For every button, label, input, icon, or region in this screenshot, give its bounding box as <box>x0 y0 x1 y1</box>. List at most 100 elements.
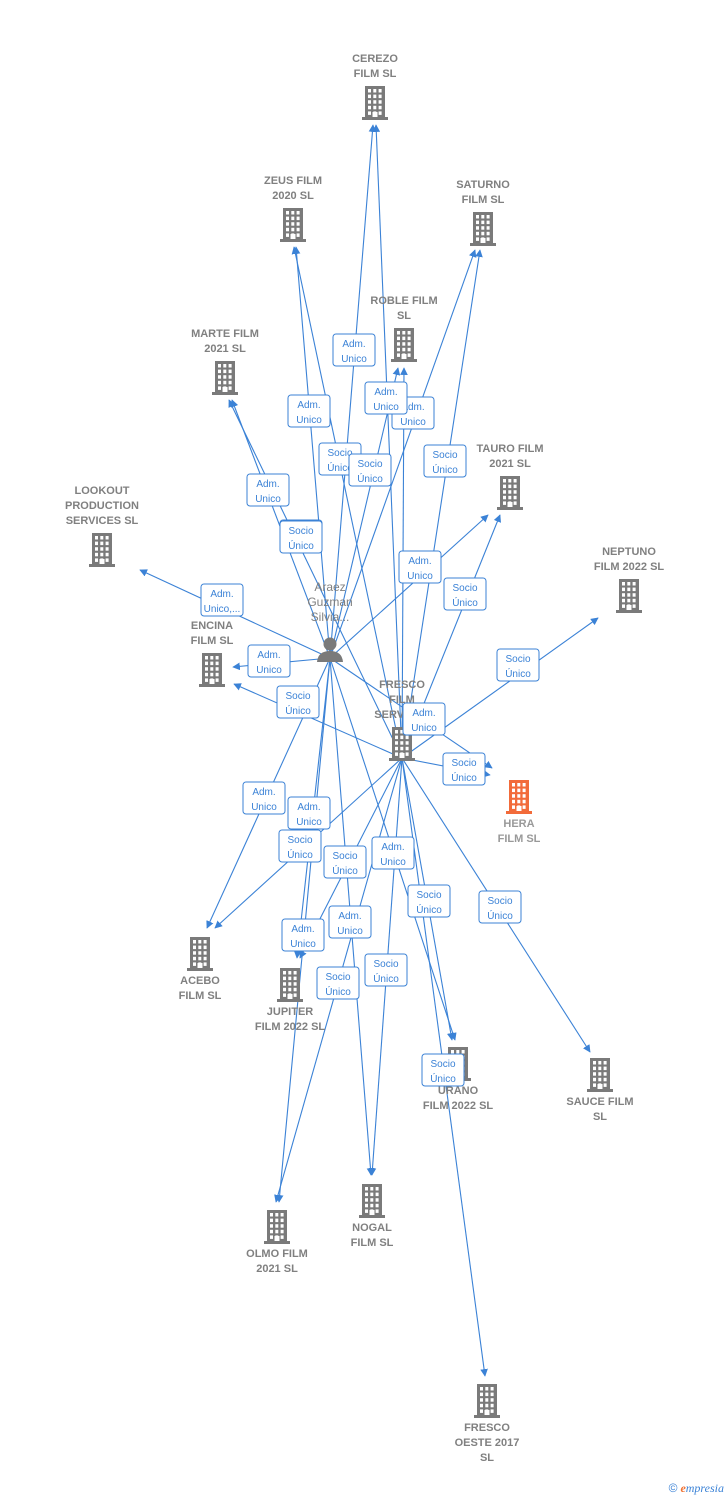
relation-edge-fresco-cerezo <box>372 124 403 759</box>
relation-label-person-cerezo[interactable]: Adm.Unico <box>332 333 376 367</box>
relation-label-person-acebo[interactable]: Adm. Unico <box>242 781 286 815</box>
building-icon[interactable] <box>359 1184 385 1218</box>
building-icon[interactable] <box>277 968 303 1002</box>
building-icon[interactable] <box>264 1210 290 1244</box>
company-name-line: FILM 2022 SL <box>423 1100 494 1112</box>
relation-label-person-zeus[interactable]: Adm.Unico <box>287 394 331 428</box>
relation-label-person-hera[interactable]: Adm. Unico <box>402 702 446 736</box>
relation-edge-fresco-saturno <box>401 249 483 759</box>
building-icon[interactable] <box>362 86 388 120</box>
company-name-line: HERA <box>503 818 534 830</box>
relation-label-text: Unico <box>411 723 437 734</box>
relation-label-person-nogal[interactable]: Adm.Unico <box>328 905 372 939</box>
building-icon[interactable] <box>187 937 213 971</box>
person-icon[interactable] <box>317 637 343 663</box>
building-icon[interactable] <box>497 476 523 510</box>
company-name-line: FILM SL <box>462 194 505 206</box>
relation-label-person-jupiter[interactable]: Adm.Unico <box>287 796 331 830</box>
building-icon[interactable] <box>391 328 417 362</box>
relation-label-text: Único <box>487 909 513 922</box>
relation-label-text: Único <box>505 667 531 680</box>
relation-label-person-urano[interactable]: Adm.Unico <box>371 836 415 870</box>
company-name-line: FILM 2022 SL <box>255 1021 326 1033</box>
company-name-line: 2021 SL <box>489 458 531 470</box>
relation-label-text: Unico <box>373 402 399 413</box>
company-name-line: FILM SL <box>179 990 222 1002</box>
relation-label-text: Adm. <box>252 787 275 798</box>
relation-label-person-lookout[interactable]: Adm.Unico,... <box>200 583 244 617</box>
relation-edge-person-saturno <box>329 249 477 659</box>
relation-label-text: Socio <box>285 691 310 702</box>
relation-label-text: Unico <box>341 354 367 365</box>
relation-label-text: Único <box>373 972 399 985</box>
relation-label-text: Único <box>288 539 314 552</box>
relation-label-text: Único <box>357 472 383 485</box>
relation-label-text: Único <box>430 1072 456 1085</box>
relation-edge-person-zeus <box>292 246 331 659</box>
relation-label-text: Socio <box>452 583 477 594</box>
building-icon[interactable] <box>616 579 642 613</box>
relation-label-text: Adm. <box>256 479 279 490</box>
building-icon[interactable] <box>280 208 306 242</box>
relation-label-person-tauro[interactable]: Adm.Unico <box>398 550 442 584</box>
copyright-symbol: © <box>668 1481 678 1495</box>
relation-label-text: Adm. <box>374 387 397 398</box>
relation-label-text: Adm. <box>412 708 435 719</box>
building-icon[interactable] <box>506 780 532 814</box>
relation-edge-person-roble <box>329 367 401 659</box>
relation-label-text: Único <box>416 903 442 916</box>
building-icon[interactable] <box>474 1384 500 1418</box>
relation-label-text: Unico <box>251 802 277 813</box>
relation-label-text: Único <box>432 463 458 476</box>
building-icon[interactable] <box>199 653 225 687</box>
relation-label-person-roble[interactable]: Adm. Unico <box>364 381 408 415</box>
relation-label-text: Unico <box>255 494 281 505</box>
relation-label-text: Socio <box>373 959 398 970</box>
company-name-line: NEPTUNO <box>602 546 656 558</box>
person-node[interactable]: AraezGuzmanSilvia... <box>307 580 353 663</box>
relation-label-text: Adm. <box>210 589 233 600</box>
company-name-line: SL <box>593 1111 607 1123</box>
company-name-line: ROBLE FILM <box>370 295 437 307</box>
building-icon[interactable] <box>470 212 496 246</box>
building-icon[interactable] <box>89 533 115 567</box>
relation-label-person-encina[interactable]: Adm.Unico <box>247 644 291 678</box>
building-icon[interactable] <box>212 361 238 395</box>
relation-label-person-marte[interactable]: Adm. Unico <box>246 473 290 507</box>
empresia-footer[interactable]: ©empresia <box>669 1481 724 1496</box>
relation-label-person-olmo[interactable]: Adm.Unico <box>281 918 325 952</box>
building-icon[interactable] <box>587 1058 613 1092</box>
relation-edge-fresco-encina <box>233 683 403 759</box>
